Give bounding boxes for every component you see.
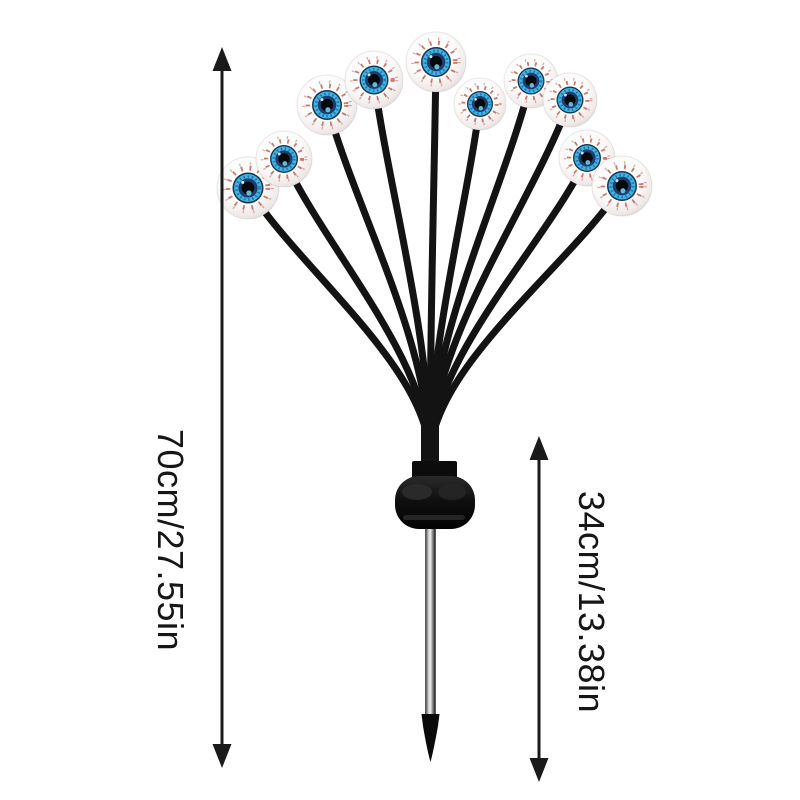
eyeball-veins-inner [600, 164, 644, 208]
eyeball-veins-inner [225, 165, 271, 211]
pupil [241, 181, 255, 195]
stake-spike-tip [421, 714, 440, 762]
pupil [320, 98, 334, 112]
eyeball-6 [453, 77, 507, 131]
eyeball-veins-outer [260, 135, 308, 183]
pupil [525, 75, 537, 87]
iris-mottling [272, 147, 296, 171]
stake-height-label: 34cm/13.38in [571, 490, 612, 714]
eyeball-veins-inner [566, 137, 608, 179]
iris-mottling [519, 69, 543, 93]
pupil [278, 153, 290, 165]
pupil-glint [246, 190, 252, 196]
dimension-arrow-left-head-top [212, 47, 232, 71]
eyeball-veins-inner [414, 40, 458, 84]
pupil-glint [372, 82, 378, 88]
sparkle-highlight [564, 93, 567, 97]
dimension-arrow-left [212, 47, 232, 768]
iris-mottling [575, 146, 599, 170]
sparkle-highlight [367, 73, 371, 77]
eyeball-veins-inner [263, 138, 305, 180]
eyeball-8 [542, 72, 598, 128]
eyeball-10 [591, 155, 653, 217]
sparkle-highlight [580, 151, 584, 155]
pupil-glint [620, 188, 626, 194]
eyeball-veins-outer [411, 37, 461, 87]
sparkle-highlight [277, 152, 281, 156]
iris-mottling [423, 49, 449, 75]
pupil-glint [478, 105, 483, 111]
housing-rim-highlight [403, 515, 465, 520]
pupil-glint [282, 161, 288, 166]
pupil-glint [434, 64, 440, 70]
pupil [615, 179, 629, 193]
iris-mottling [314, 92, 340, 118]
eyeball-2 [255, 130, 313, 188]
eyeball-4 [344, 50, 404, 110]
sparkle-highlight [429, 55, 433, 59]
eyeball-veins-outer [222, 162, 274, 214]
iris-mottling [235, 175, 261, 201]
dimension-arrow-right [529, 436, 549, 782]
pupil [564, 94, 576, 106]
iris-mottling [609, 173, 635, 199]
sparkle-highlight [474, 98, 477, 101]
eyeball-veins-inner [511, 61, 551, 101]
stem-2 [280, 155, 434, 462]
eyeball-veins-inner [550, 80, 590, 120]
eyeball-veins-outer [302, 80, 352, 130]
eyeball-veins-outer [547, 77, 593, 123]
iris-mottling [469, 93, 491, 115]
dimension-arrow-right-head-bottom [529, 758, 549, 782]
housing-collar [412, 461, 457, 479]
pupil-glint [325, 107, 331, 113]
pupil [581, 152, 593, 164]
dimension-arrow-left-head-bottom [212, 744, 232, 768]
dimension-arrow-right-head-top [529, 436, 549, 460]
stem-trunk [421, 398, 439, 464]
pupil [474, 98, 486, 110]
eyeball-3 [296, 74, 358, 136]
pupil [368, 74, 380, 86]
pupil [429, 55, 443, 69]
solar-cell-left [402, 484, 432, 500]
ground-stake-rod [425, 525, 436, 719]
eyeball-veins-inner [353, 59, 395, 101]
solar-cell-right [438, 484, 466, 500]
sparkle-highlight [320, 98, 324, 102]
iris-mottling [361, 67, 387, 93]
sparkle-highlight [241, 180, 245, 184]
pupil-glint [585, 160, 591, 165]
overall-height-label: 70cm/27.55in [150, 428, 191, 652]
sparkle-highlight [615, 179, 619, 183]
eyeball-veins-outer [458, 82, 502, 126]
eyeball-veins-outer [349, 55, 399, 105]
eyeball-5 [405, 31, 467, 93]
pupil-glint [529, 83, 535, 88]
sparkle-highlight [525, 74, 528, 78]
eyeball-veins-outer [563, 134, 611, 182]
eyeball-veins-outer [597, 161, 647, 211]
pupil-glint [568, 102, 574, 107]
solar-panel-housing [395, 476, 475, 529]
eyeball-veins-inner [305, 83, 349, 127]
eyeball-veins-inner [461, 85, 499, 123]
iris-mottling [558, 88, 582, 112]
